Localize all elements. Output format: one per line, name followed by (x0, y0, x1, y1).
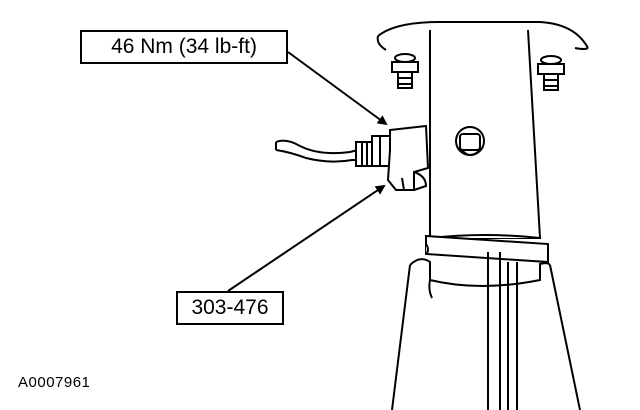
tool-callout: 303-476 (176, 291, 284, 325)
torque-leader-line (287, 51, 388, 126)
torque-callout-text: 46 Nm (34 lb-ft) (111, 35, 257, 58)
sensor-cable (275, 139, 359, 163)
right-mounting-nut (537, 55, 565, 91)
torque-callout: 46 Nm (34 lb-ft) (80, 30, 288, 64)
upper-mounting-plate (376, 21, 589, 51)
column-housing (429, 29, 542, 239)
figure-identifier: A0007961 (18, 374, 91, 391)
tool-callout-text: 303-476 (191, 296, 269, 319)
sensor-connector (355, 135, 391, 170)
tool-bracket (386, 124, 430, 191)
housing-bolt (455, 126, 485, 156)
left-mounting-nut (391, 53, 419, 89)
lower-cone-body (391, 252, 581, 410)
tool-leader-line (227, 184, 386, 292)
collar-band (425, 234, 549, 264)
